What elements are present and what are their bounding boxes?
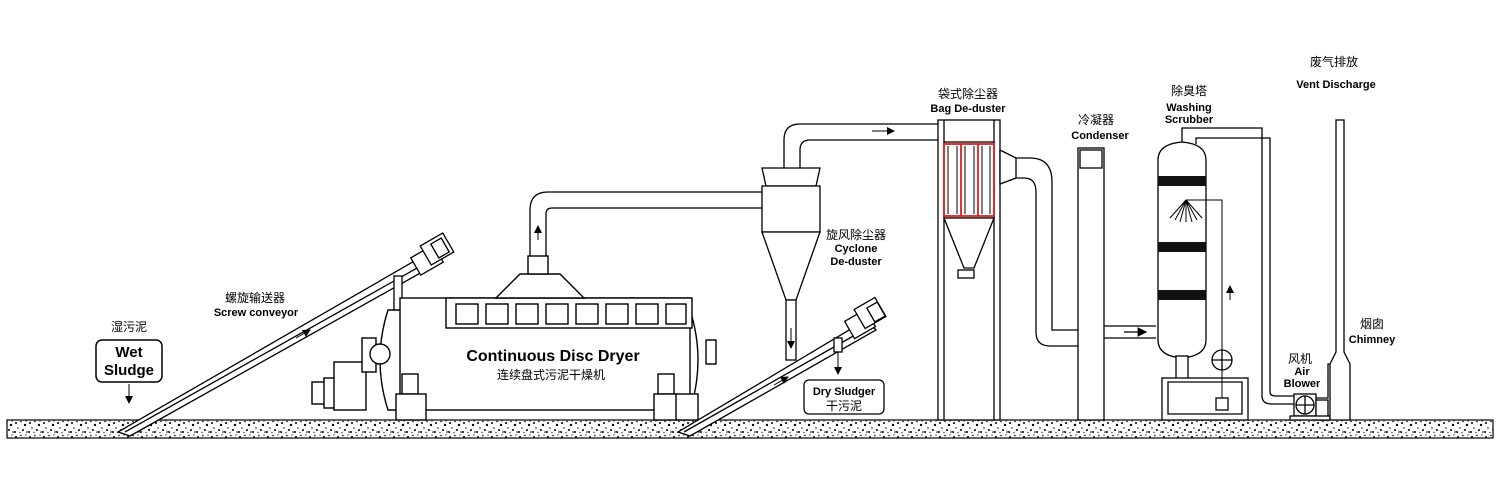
screw-conveyor-cn-label: 螺旋输送器 bbox=[225, 290, 285, 305]
dry-sludge-cn-label: 干污泥 bbox=[826, 399, 862, 413]
wet-sludge-en-label-1: Wet bbox=[115, 344, 142, 361]
screw-conveyor-2 bbox=[676, 296, 887, 437]
air-blower bbox=[1289, 363, 1332, 421]
scrubber-en-label-2: Scrubber bbox=[1165, 114, 1214, 126]
condenser bbox=[1077, 147, 1105, 421]
conveyor-1-arrow bbox=[295, 329, 311, 339]
wet-sludge-en-label-2: Sludge bbox=[104, 362, 154, 379]
scrubber-packing-bands bbox=[1158, 176, 1206, 300]
blower-en-label-2: Blower bbox=[1284, 378, 1321, 390]
condenser-cn-label: 冷凝器 bbox=[1078, 112, 1114, 127]
blower-cn-label: 风机 bbox=[1288, 352, 1312, 366]
scrubber-cn-label: 除臭塔 bbox=[1171, 83, 1207, 98]
bag-filter-bags bbox=[947, 146, 991, 214]
bag-filter-frames bbox=[943, 143, 995, 217]
chimney bbox=[1329, 119, 1351, 421]
cyclone-en-label-2: De-duster bbox=[830, 256, 882, 268]
duct-dryer-to-cyclone bbox=[529, 191, 764, 256]
vent-cn-label: 废气排放 bbox=[1310, 54, 1358, 69]
conveyor-2-arrow bbox=[773, 376, 789, 386]
chimney-cn-label: 烟囱 bbox=[1360, 317, 1384, 331]
chimney-en-label: Chimney bbox=[1349, 334, 1396, 346]
wet-sludge-group: 湿污泥 Wet Sludge bbox=[95, 319, 163, 404]
screw-conveyor-en-label: Screw conveyor bbox=[214, 307, 299, 319]
wet-sludge-box bbox=[95, 339, 163, 383]
bag-deduster-cn-label: 袋式除尘器 bbox=[938, 86, 998, 101]
ground-strip bbox=[6, 419, 1494, 439]
disc-dryer bbox=[311, 255, 717, 421]
dry-sludge-box bbox=[803, 379, 885, 415]
wet-sludge-cn-label: 湿污泥 bbox=[111, 319, 147, 334]
blower-en-label-1: Air bbox=[1294, 366, 1310, 378]
dryer-cn-label: 连续盘式污泥干燥机 bbox=[497, 367, 605, 382]
dryer-en-label: Continuous Disc Dryer bbox=[466, 348, 639, 365]
spray-nozzle-icon bbox=[1169, 199, 1203, 223]
cyclone-cn-label: 旋风除尘器 bbox=[826, 227, 886, 242]
scrubber-en-label-1: Washing bbox=[1166, 102, 1211, 114]
cyclone-en-label-1: Cyclone bbox=[835, 243, 878, 255]
dry-sludge-en-label: Dry Sludger bbox=[813, 386, 876, 398]
bag-deduster bbox=[937, 119, 1078, 421]
bag-deduster-en-label: Bag De-duster bbox=[930, 103, 1006, 115]
condenser-en-label: Condenser bbox=[1071, 130, 1129, 142]
vent-en-label: Vent Discharge bbox=[1296, 79, 1375, 91]
screw-conveyor-1 bbox=[116, 232, 455, 437]
duct-condenser-to-scrubber bbox=[1104, 325, 1156, 339]
washing-scrubber bbox=[1157, 127, 1294, 421]
